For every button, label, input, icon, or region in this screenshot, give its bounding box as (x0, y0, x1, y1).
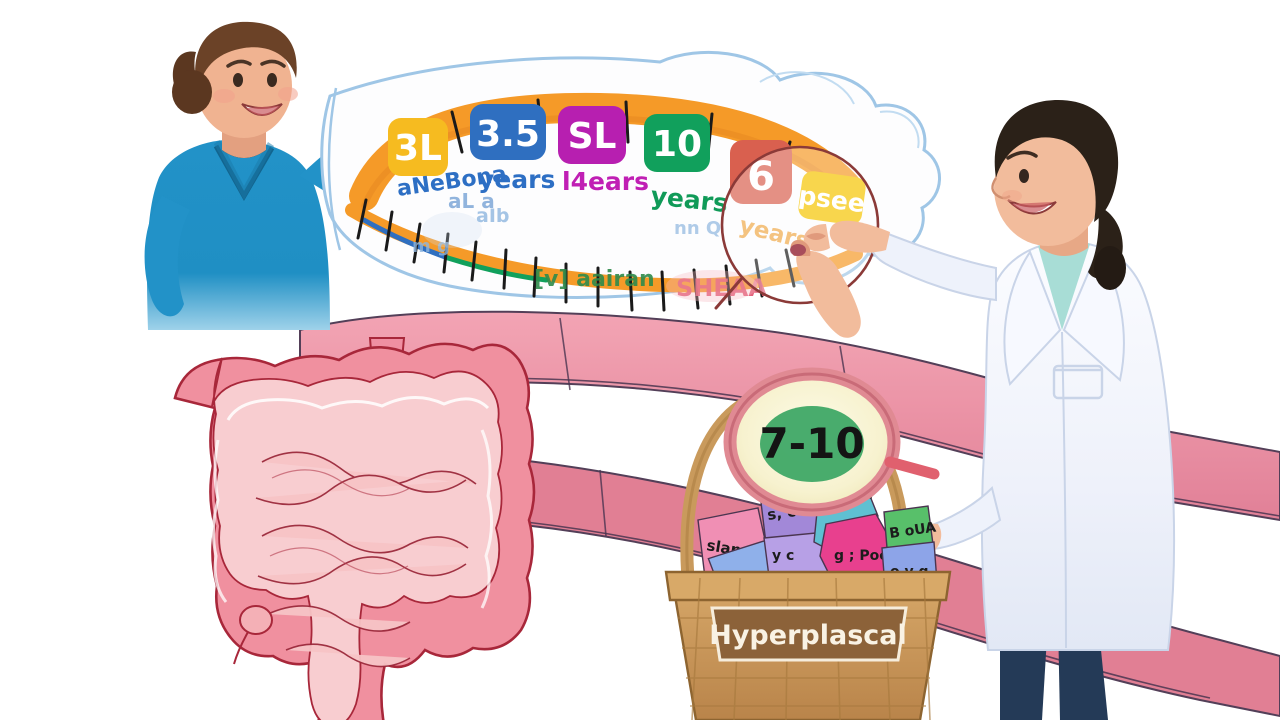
timeline-badge-2[interactable]: SL (558, 106, 626, 164)
timeline-badge-3-label: 10 (652, 124, 702, 165)
polyp-size-value: 7-10 (759, 419, 864, 468)
lower-scribble-0: aL a (448, 189, 495, 213)
polyp-size-magnifier[interactable]: 7-10 (723, 367, 940, 517)
timeline-badge-1[interactable]: 3.5 (470, 104, 546, 160)
doctor-figure (803, 100, 1176, 720)
timeline-badge-4[interactable]: 6 (730, 140, 792, 204)
polyp-block-6-label: g ; Poce (834, 548, 897, 564)
timeline-badge-0-label: 3L (394, 128, 442, 169)
timeline-badge-group: 3L 3.5 SL 10 6 psee (388, 104, 867, 226)
timeline-badge-2-label: SL (568, 116, 617, 157)
timeline-badge-1-sublabel: years (478, 165, 555, 194)
lower-scribble-2: m g (412, 236, 450, 257)
lower-arc-ticks (356, 198, 796, 312)
polyp-block-3-label: y c (772, 548, 794, 564)
lower-scribble-1: aIb (476, 205, 510, 227)
timeline-badge-2-sublabel: l4ears (562, 167, 649, 196)
polyp-block-7-label: B oUA (888, 520, 937, 542)
basket-label: Hyperplascal (709, 620, 907, 651)
timeline-badge-4-label: 6 (747, 154, 775, 200)
timeline-badge-5[interactable]: psee (797, 170, 867, 226)
surveillance-timeline-poster: 3L 3.5 SL 10 6 psee aNe (320, 50, 941, 312)
lower-scribble-3: [v] aairan (534, 267, 655, 292)
timeline-badge-0[interactable]: 3L (388, 118, 448, 176)
large-intestine-diagram (173, 337, 536, 720)
polyp-basket: slanan b v cllie s, c li y c slona fgp c… (664, 383, 952, 720)
timeline-badge-1-label: 3.5 (476, 114, 540, 155)
svg-text:nn Q: nn Q (674, 218, 721, 239)
polyp-blob (760, 406, 864, 482)
doctor-pointing-hand (790, 240, 861, 338)
banner-magnifier[interactable] (714, 145, 880, 310)
timeline-badge-3[interactable]: 10 (644, 114, 710, 172)
